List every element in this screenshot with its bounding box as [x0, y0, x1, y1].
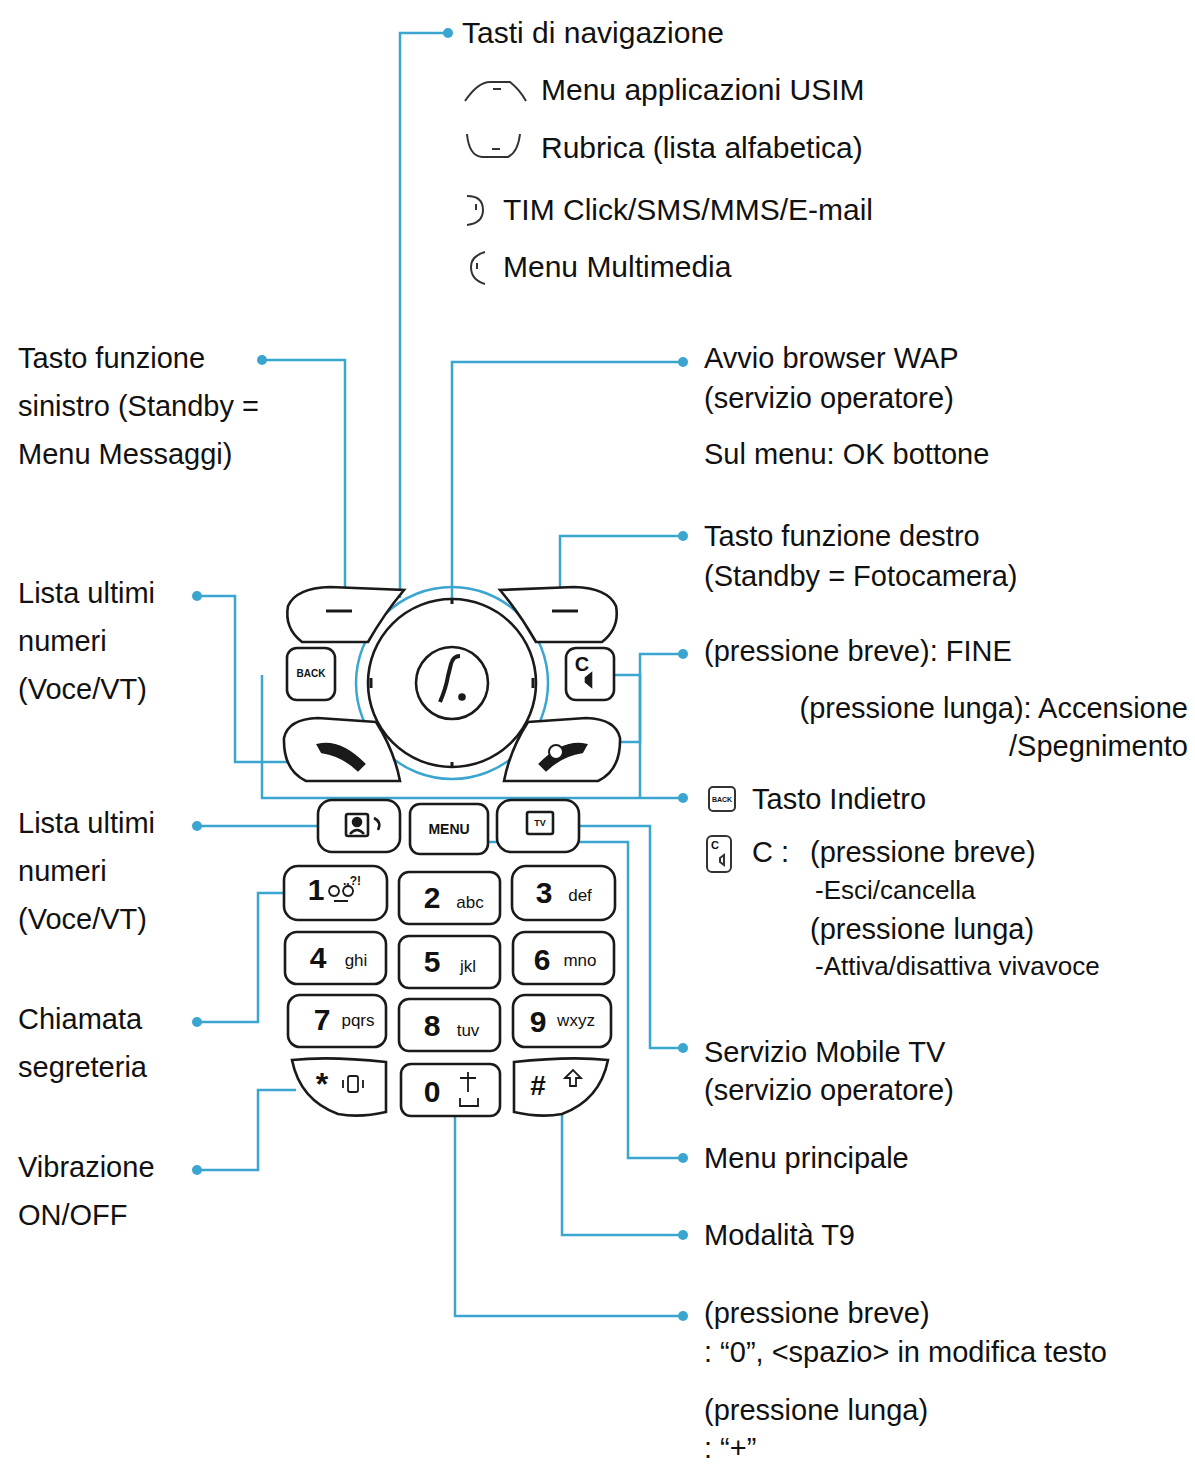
- key-digit: 3: [536, 878, 553, 908]
- callout-label: : “+”: [704, 1428, 756, 1464]
- callout-label: C :: [752, 832, 789, 872]
- callout-label: (pressione breve): [810, 832, 1036, 872]
- key-letters: .,?!: [343, 875, 361, 887]
- callout-label: Tasto funzione destro (Standby = Fotocam…: [704, 516, 1084, 596]
- callout-label: Menu principale: [704, 1138, 909, 1178]
- key-legend: TV: [534, 819, 546, 828]
- key-digit: 0: [424, 1077, 441, 1107]
- key-digit: 2: [424, 883, 441, 913]
- keypad: [284, 587, 620, 1116]
- key-letters: abc: [456, 894, 483, 911]
- key-letters: pqrs: [341, 1012, 374, 1029]
- callout-label: Avvio browser WAP (servizio operatore): [704, 338, 1034, 418]
- callout-label: Rubrica (lista alfabetica): [541, 128, 863, 168]
- key-letters: def: [568, 887, 592, 904]
- callout-label: TIM Click/SMS/MMS/E-mail: [503, 190, 873, 230]
- key-digit: #: [530, 1072, 546, 1100]
- callout-label: Sul menu: OK bottone: [704, 434, 989, 474]
- callout-label: (pressione breve): FINE: [704, 631, 1012, 671]
- key-digit: *: [316, 1068, 328, 1100]
- callout-label: (pressione lunga): [704, 1390, 928, 1430]
- callout-label: Servizio Mobile TV (servizio operatore): [704, 1033, 1034, 1109]
- callout-label: Tasto funzione sinistro (Standby = Menu …: [18, 334, 288, 478]
- key-digit: 1: [308, 875, 325, 905]
- callout-label: Menu Multimedia: [503, 247, 731, 287]
- icon-legend: C: [711, 840, 719, 851]
- callout-label: -Esci/cancella: [815, 872, 975, 908]
- icon-legend: BACK: [712, 796, 732, 803]
- callout-label: (pressione lunga): Accensione /Spegnimen…: [704, 689, 1188, 765]
- callout-label: : “0”, <spazio> in modifica testo: [704, 1332, 1107, 1372]
- key-digit: 6: [534, 945, 551, 975]
- callout-label: Modalità T9: [704, 1215, 855, 1255]
- key-letters: wxyz: [557, 1012, 595, 1029]
- key-letters: tuv: [457, 1022, 480, 1039]
- callout-label: Lista ultimi numeri (Voce/VT): [18, 569, 218, 713]
- key-legend: BACK: [297, 669, 326, 679]
- callout-label: (pressione lunga): [810, 909, 1034, 949]
- key-letters: ghi: [345, 952, 368, 969]
- callout-label: Lista ultimi numeri (Voce/VT): [18, 799, 218, 943]
- callout-label: Chiamata segreteria: [18, 995, 218, 1091]
- key-digit: 9: [530, 1007, 547, 1037]
- key-legend: C: [575, 654, 589, 674]
- callout-label: Menu applicazioni USIM: [541, 70, 864, 110]
- key-letters: mno: [563, 952, 596, 969]
- key-digit: 5: [424, 947, 441, 977]
- key-digit: 8: [424, 1011, 441, 1041]
- callout-label: Tasti di navigazione: [462, 13, 724, 53]
- callout-label: Tasto Indietro: [752, 779, 926, 819]
- key-digit: 4: [310, 943, 327, 973]
- callout-label: -Attiva/disattiva vivavoce: [815, 948, 1100, 984]
- callout-label: Vibrazione ON/OFF: [18, 1143, 218, 1239]
- callout-label: (pressione breve): [704, 1293, 930, 1333]
- key-digit: 7: [314, 1005, 331, 1035]
- key-letters: jkl: [460, 958, 476, 975]
- key-legend: MENU: [428, 822, 469, 836]
